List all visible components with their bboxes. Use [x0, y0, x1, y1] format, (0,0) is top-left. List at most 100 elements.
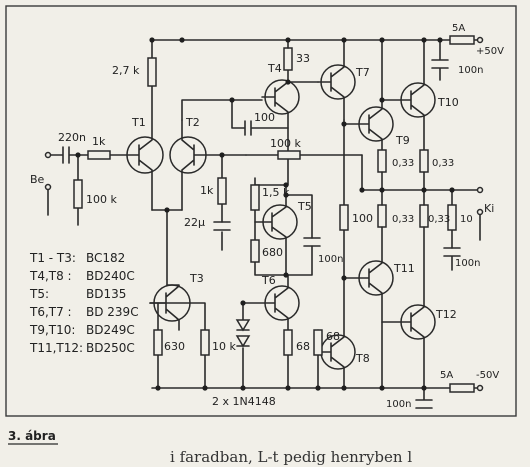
neg-volt-label: -50V — [476, 370, 499, 381]
fuse-pos — [449, 35, 475, 45]
r-68a — [283, 329, 293, 356]
t4-wiring — [261, 67, 289, 186]
r-033d-label: 0,33 — [428, 214, 450, 225]
c-22u-label: 22µ — [184, 216, 205, 229]
neg-fuse-label: 5A — [440, 370, 453, 381]
t8-wiring — [317, 336, 345, 368]
legend-part: BD250C — [86, 341, 135, 355]
r-col-label: 2,7 k — [112, 64, 140, 77]
c-t5 — [303, 237, 321, 247]
r-630-label: 630 — [164, 340, 185, 353]
t6-wiring — [242, 274, 289, 389]
part-legend: T1 - T3: BC182 T4,T8 : BD240C T5: BD135 … — [29, 251, 139, 355]
r-68b-label: 68 — [326, 330, 340, 343]
ground-terminal — [44, 183, 52, 191]
output-label: Ki — [484, 202, 494, 215]
r-1k — [217, 177, 227, 205]
r-10-label: 10 — [460, 214, 473, 225]
t5-label: T5 — [297, 200, 312, 213]
legend-ref: T11,T12: — [29, 341, 83, 355]
legend-ref: T9,T10: — [29, 323, 75, 337]
body-text: i faradban, L-t pedig henryben l — [170, 448, 412, 466]
legend-ref: T4,T8 : — [29, 269, 72, 283]
legend-part: BD135 — [86, 287, 126, 301]
junction-dots — [75, 37, 455, 391]
t11-wiring — [343, 226, 383, 389]
c-miller-label: 100 — [254, 111, 275, 124]
t1-symbol — [126, 136, 164, 174]
t11-label: T11 — [393, 262, 415, 275]
c-t5-wire — [285, 194, 313, 276]
legend-part: BC182 — [86, 251, 125, 265]
figure-frame — [5, 5, 517, 417]
r-033c — [377, 204, 387, 228]
r-1k-label: 1k — [200, 184, 214, 197]
r-630 — [153, 329, 163, 356]
t3-label: T3 — [189, 272, 204, 285]
r-15k — [250, 184, 260, 211]
t2-wiring — [181, 119, 247, 211]
c-t5-label: 100n — [318, 254, 343, 265]
c-out — [443, 247, 461, 271]
c-out-label: 100n — [455, 258, 480, 269]
r-68a-label: 68 — [296, 340, 310, 353]
output-ground-terminal — [476, 208, 484, 216]
t9-label: T9 — [395, 134, 410, 147]
t12-wiring — [381, 226, 425, 389]
pos-volt-label: +50V — [476, 46, 504, 57]
r-fb — [277, 150, 301, 160]
r-15k-label: 1,5 k — [262, 186, 290, 199]
legend-ref: T5: — [29, 287, 49, 301]
neg-terminal — [476, 384, 484, 392]
c-in-label: 220n — [58, 131, 86, 144]
legend-ref: T6,T7 : — [29, 305, 72, 319]
r-col — [147, 57, 157, 87]
input-terminal — [44, 151, 52, 159]
c-bot — [415, 387, 433, 409]
r-33 — [283, 47, 293, 71]
r-bias-label: 100 k — [86, 193, 117, 206]
t2-collector-wire — [181, 99, 263, 121]
r-033b-label: 0,33 — [432, 158, 454, 169]
r-033c-label: 0,33 — [392, 214, 414, 225]
r-in — [87, 150, 111, 160]
t10-wiring — [381, 39, 425, 151]
r-fb-label: 100 k — [270, 137, 301, 150]
t12-label: T12 — [435, 308, 457, 321]
r-680-label: 680 — [262, 246, 283, 259]
t10-label: T10 — [437, 96, 459, 109]
diode-1 — [235, 319, 251, 332]
legend-ref: T1 - T3: — [29, 251, 76, 265]
tail-wire — [151, 209, 183, 286]
c-in — [62, 146, 70, 164]
r-10k-label: 10 k — [212, 340, 236, 353]
r-033a — [377, 149, 387, 173]
r-033d — [419, 204, 429, 228]
t7-wiring — [317, 39, 345, 121]
t1-label: T1 — [131, 116, 146, 129]
c-22u — [213, 221, 231, 231]
figure-caption: 3. ábra — [8, 429, 56, 443]
t6-label: T6 — [261, 274, 276, 287]
output-terminal — [476, 186, 484, 194]
r-bias — [73, 179, 83, 209]
r-10k-wire — [149, 302, 206, 389]
t1-wiring — [127, 39, 153, 211]
r-033b — [419, 149, 429, 173]
pos-terminal — [476, 36, 484, 44]
c-miller — [244, 120, 252, 136]
t7-label: T7 — [355, 66, 370, 79]
pos-fuse-label: 5A — [452, 23, 465, 34]
fuse-neg — [449, 383, 475, 393]
r-10k — [200, 329, 210, 356]
r-100-label: 100 — [352, 212, 373, 225]
legend-part: BD240C — [86, 269, 135, 283]
r-033a-label: 0,33 — [392, 158, 414, 169]
r-33-label: 33 — [296, 52, 310, 65]
r-100 — [339, 204, 349, 231]
r-in-label: 1k — [92, 135, 106, 148]
c-bot-label: 100n — [386, 399, 411, 410]
t4-label: T4 — [267, 62, 282, 75]
r-680 — [250, 239, 260, 263]
